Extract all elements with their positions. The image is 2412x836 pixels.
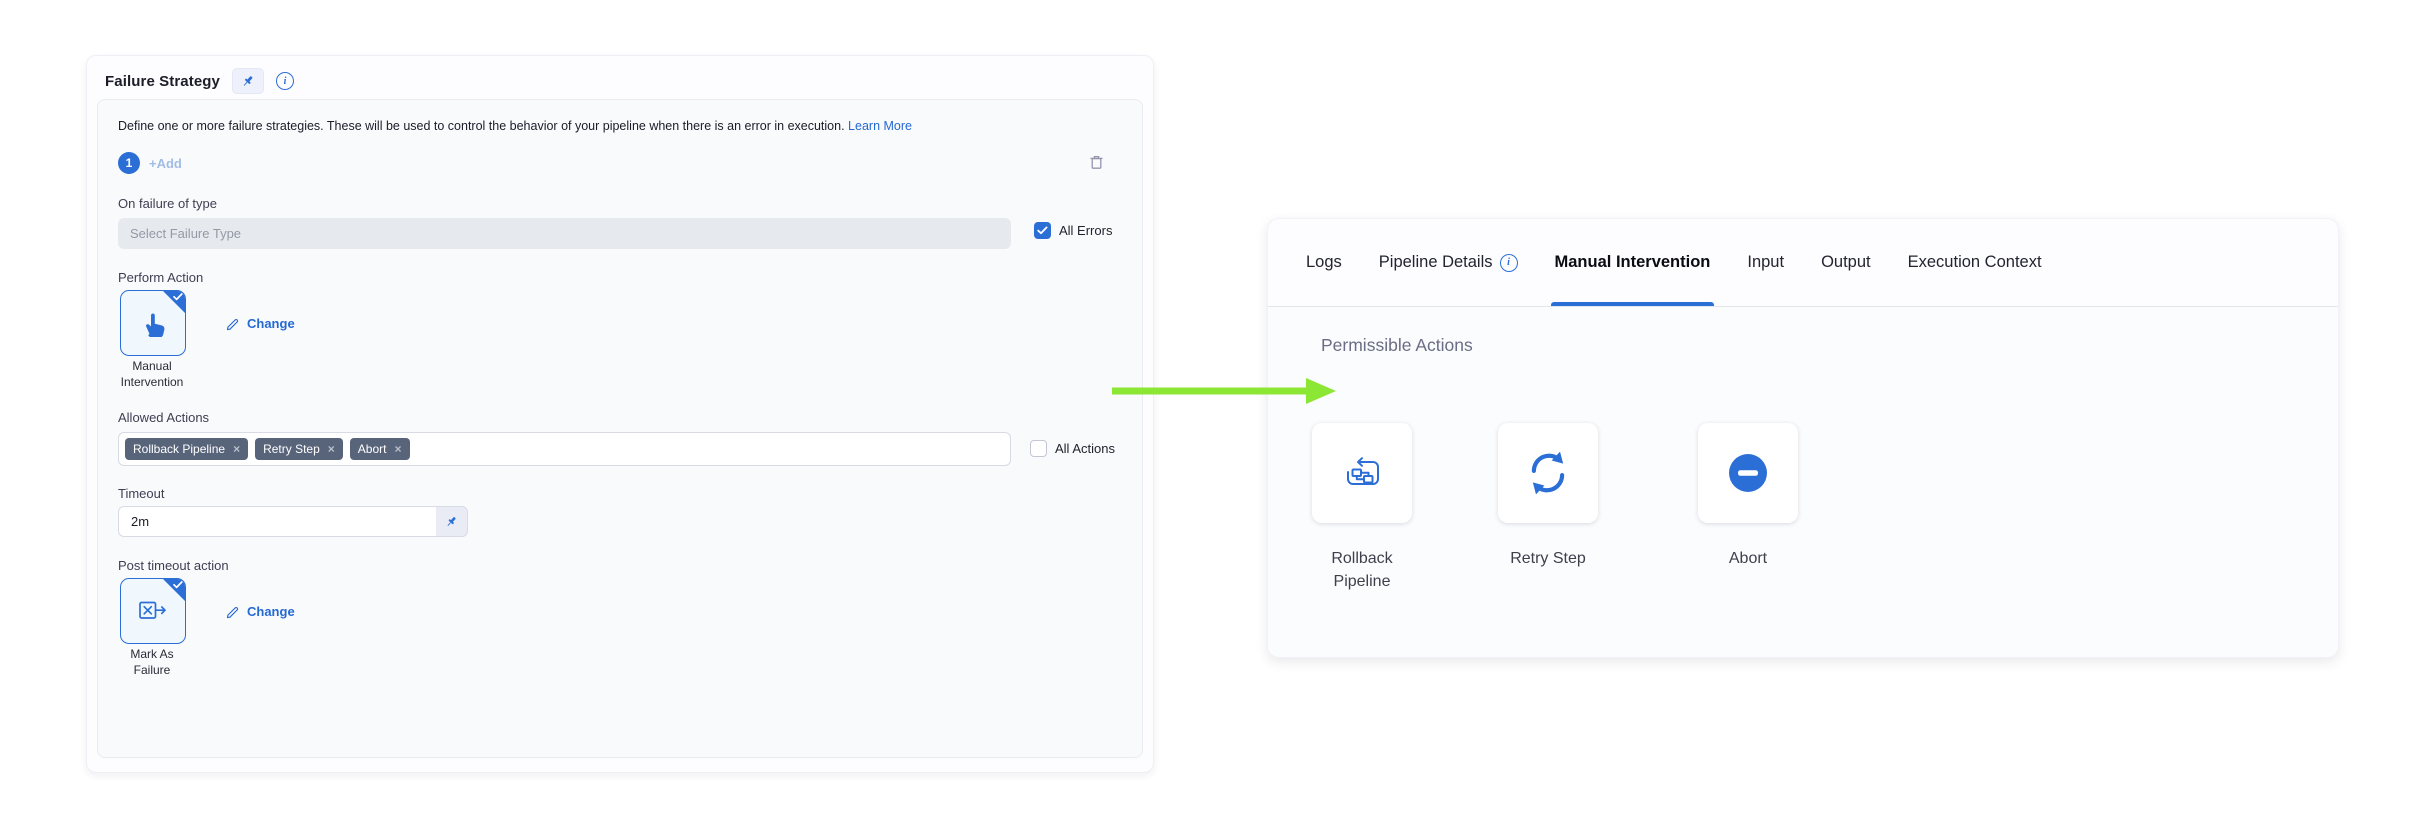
tag-label: Rollback Pipeline bbox=[133, 442, 226, 456]
all-actions-checkbox-row[interactable]: All Actions bbox=[1030, 440, 1115, 457]
pin-button[interactable] bbox=[231, 68, 264, 94]
timeout-label: Timeout bbox=[118, 486, 165, 501]
timeout-input[interactable] bbox=[118, 506, 436, 537]
tag-remove-icon[interactable]: × bbox=[394, 442, 402, 456]
pushpin-icon bbox=[243, 76, 253, 86]
tag-abort: Abort × bbox=[349, 438, 410, 460]
failure-strategy-panel: Failure Strategy i Define one or more fa… bbox=[86, 55, 1154, 773]
pushpin-icon bbox=[447, 517, 456, 526]
tag-label: Retry Step bbox=[263, 442, 320, 456]
manual-intervention-content: Permissible Actions bbox=[1268, 307, 2338, 657]
all-errors-checkbox[interactable] bbox=[1034, 222, 1051, 239]
perform-action-thumbnail[interactable] bbox=[120, 290, 186, 356]
strategy-list-row: 1 +Add bbox=[118, 152, 182, 174]
retry-step-label: Retry Step bbox=[1510, 550, 1586, 567]
all-errors-label: All Errors bbox=[1059, 223, 1113, 238]
change-post-timeout-button[interactable]: Change bbox=[226, 604, 295, 619]
tab-execution-context[interactable]: Execution Context bbox=[1908, 219, 2042, 306]
allowed-actions-label: Allowed Actions bbox=[118, 410, 210, 425]
all-actions-label: All Actions bbox=[1055, 441, 1115, 456]
tab-pipeline-details[interactable]: Pipeline Details i bbox=[1379, 219, 1518, 306]
tab-label: Manual Intervention bbox=[1554, 253, 1711, 271]
pencil-icon bbox=[226, 606, 239, 618]
retry-icon bbox=[1531, 451, 1565, 495]
rollback-pipeline-label: Rollback Pipeline bbox=[1331, 550, 1393, 590]
all-errors-checkbox-row[interactable]: All Errors bbox=[1034, 222, 1112, 239]
manual-intervention-hand-icon bbox=[146, 313, 165, 337]
failure-type-select[interactable]: Select Failure Type bbox=[118, 218, 1011, 249]
rollback-pipeline-button[interactable] bbox=[1312, 423, 1412, 523]
selected-check-icon bbox=[173, 581, 183, 589]
tab-label: Pipeline Details bbox=[1378, 253, 1493, 271]
failure-strategy-form: Define one or more failure strategies. T… bbox=[97, 99, 1143, 758]
abort-label: Abort bbox=[1728, 550, 1768, 567]
tab-manual-intervention[interactable]: Manual Intervention bbox=[1550, 219, 1715, 306]
delete-strategy-button[interactable] bbox=[1086, 152, 1106, 172]
failure-type-placeholder: Select Failure Type bbox=[130, 226, 242, 241]
pencil-icon bbox=[226, 318, 239, 330]
description-text: Define one or more failure strategies. T… bbox=[118, 119, 845, 133]
change-label: Change bbox=[247, 604, 295, 619]
tab-label: Execution Context bbox=[1907, 253, 2042, 271]
timeout-pin-button[interactable] bbox=[436, 506, 468, 537]
tab-output[interactable]: Output bbox=[1821, 219, 1871, 306]
post-timeout-value: Mark As Failure bbox=[130, 647, 174, 677]
post-timeout-thumbnail[interactable] bbox=[120, 578, 186, 644]
execution-details-panel: Logs Pipeline Details i Manual Intervent… bbox=[1267, 218, 2339, 658]
strategy-description: Define one or more failure strategies. T… bbox=[118, 118, 1118, 135]
tag-remove-icon[interactable]: × bbox=[233, 442, 241, 456]
info-circle-icon[interactable]: i bbox=[1499, 253, 1518, 272]
tab-label: Output bbox=[1821, 253, 1871, 271]
tag-retry-step: Retry Step × bbox=[255, 438, 343, 460]
tab-bar: Logs Pipeline Details i Manual Intervent… bbox=[1268, 219, 2338, 307]
change-label: Change bbox=[247, 316, 295, 331]
abort-icon bbox=[1729, 454, 1767, 492]
retry-step-button[interactable] bbox=[1498, 423, 1598, 523]
trash-icon bbox=[1090, 155, 1102, 169]
panel-title: Failure Strategy bbox=[105, 72, 220, 90]
mark-as-failure-icon bbox=[139, 601, 166, 619]
perform-action-label: Perform Action bbox=[118, 270, 204, 285]
tag-rollback-pipeline: Rollback Pipeline × bbox=[125, 438, 249, 460]
tab-logs[interactable]: Logs bbox=[1306, 219, 1342, 306]
tab-label: Logs bbox=[1306, 253, 1342, 271]
rollback-pipeline-icon bbox=[1347, 457, 1379, 485]
all-actions-checkbox[interactable] bbox=[1030, 440, 1047, 457]
pointer-arrow bbox=[1108, 374, 1340, 413]
learn-more-link[interactable]: Learn More bbox=[848, 119, 912, 133]
abort-button[interactable] bbox=[1698, 423, 1798, 523]
tab-input[interactable]: Input bbox=[1747, 219, 1784, 306]
info-circle-icon[interactable]: i bbox=[275, 72, 294, 90]
checkmark-icon bbox=[1037, 226, 1048, 235]
perform-action-value: Manual Intervention bbox=[120, 359, 184, 389]
allowed-actions-input[interactable]: Rollback Pipeline × Retry Step × Abort × bbox=[118, 432, 1011, 466]
timeout-field-group bbox=[118, 506, 468, 537]
tag-remove-icon[interactable]: × bbox=[327, 442, 335, 456]
post-timeout-action-label: Post timeout action bbox=[118, 558, 229, 573]
tab-label: Input bbox=[1747, 253, 1785, 271]
add-strategy-button[interactable]: +Add bbox=[149, 155, 182, 171]
permissible-actions-heading: Permissible Actions bbox=[1321, 335, 1473, 355]
on-failure-type-label: On failure of type bbox=[118, 196, 217, 211]
strategy-index-badge[interactable]: 1 bbox=[118, 152, 140, 174]
failure-strategy-header: Failure Strategy i bbox=[105, 68, 294, 94]
change-perform-action-button[interactable]: Change bbox=[226, 316, 295, 331]
tag-label: Abort bbox=[357, 442, 387, 456]
selected-check-icon bbox=[173, 293, 183, 301]
